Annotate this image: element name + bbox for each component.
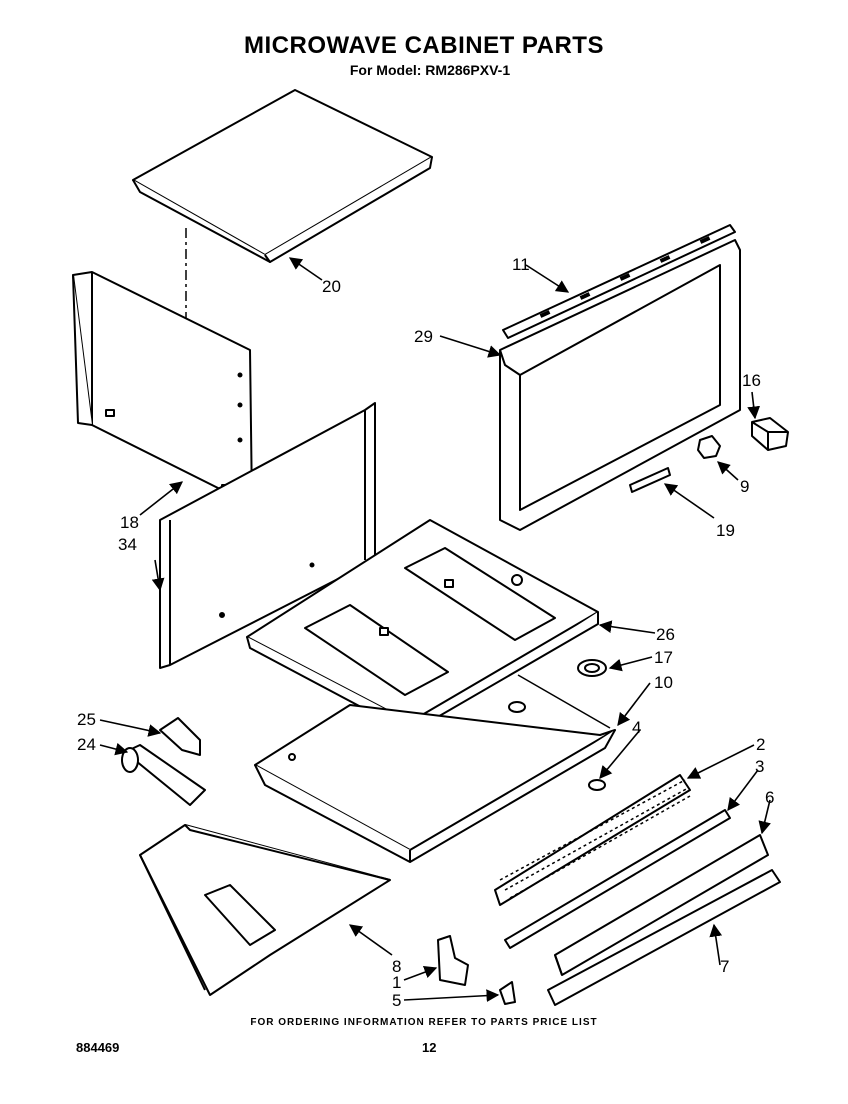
- latch-block-part: [751, 417, 789, 451]
- callout-10: 10: [654, 673, 673, 692]
- callout-26: 26: [656, 625, 675, 644]
- callout-34: 34: [118, 535, 137, 554]
- mesh-filter-part: [494, 774, 691, 906]
- callout-20: 20: [322, 277, 341, 296]
- knob-part: [499, 981, 516, 1005]
- callout-25: 25: [77, 710, 96, 729]
- callout-24: 24: [77, 735, 96, 754]
- callout-16: 16: [742, 371, 761, 390]
- callout-17: 17: [654, 648, 673, 667]
- clip-part: [437, 935, 469, 986]
- callout-4: 4: [632, 718, 641, 737]
- base-panel-part: [139, 824, 391, 996]
- callout-19: 19: [716, 521, 735, 540]
- label-plate-part: [629, 467, 671, 493]
- document-number: 884469: [76, 1040, 120, 1055]
- switch-part: [697, 435, 721, 459]
- callout-29: 29: [414, 327, 433, 346]
- page-number: 12: [422, 1040, 437, 1055]
- front-frame-part: [499, 239, 741, 531]
- leader-lines: [99, 257, 771, 1003]
- bottom-tray-part: [254, 674, 616, 863]
- grille-strip-part: [504, 809, 731, 949]
- callout-3: 3: [755, 757, 764, 776]
- callout-7: 7: [720, 957, 729, 976]
- bottom-trim-part: [547, 869, 781, 1006]
- ordering-note: FOR ORDERING INFORMATION REFER TO PARTS …: [250, 1017, 598, 1028]
- model-subtitle: For Model: RM286PXV-1: [349, 62, 511, 78]
- callout-8: 8: [392, 957, 401, 976]
- duct-bracket-part: [121, 717, 206, 806]
- callout-labels: 20 11 29 16 9 19 18 34 26 17 10 25 24 4 …: [77, 255, 774, 1010]
- callout-1: 1: [392, 973, 401, 992]
- grommet-part: [508, 659, 607, 791]
- side-panel-part: [72, 271, 253, 506]
- top-cover-part: [132, 89, 433, 330]
- middle-shelf-part: [246, 519, 599, 734]
- front-trim-part: [554, 834, 769, 976]
- callout-11: 11: [512, 255, 530, 274]
- callout-18: 18: [120, 513, 139, 532]
- callout-2: 2: [756, 735, 765, 754]
- callout-9: 9: [740, 477, 749, 496]
- frame-strip-part: [502, 224, 736, 339]
- page-title: MICROWAVE CABINET PARTS: [244, 32, 604, 59]
- callout-5: 5: [392, 991, 401, 1010]
- callout-6: 6: [765, 788, 774, 807]
